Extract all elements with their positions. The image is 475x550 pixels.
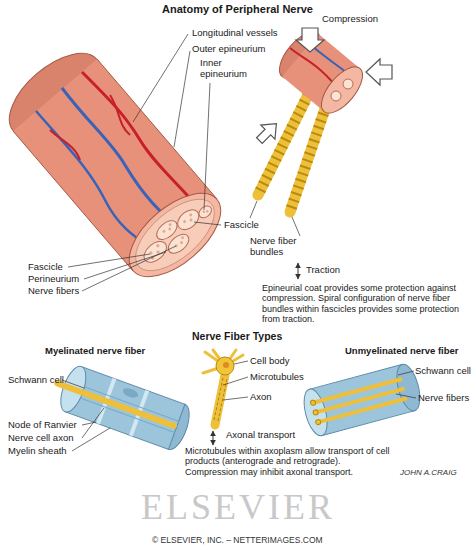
- part-label: Cell body: [250, 356, 290, 367]
- arrow-label: Compression: [322, 14, 378, 25]
- part-label: Node of Ranvier: [8, 420, 77, 431]
- part-label: Perineurium: [28, 274, 79, 285]
- part-label: Schwann cell: [8, 375, 64, 386]
- subheading: Unmyelinated nerve fiber: [345, 346, 459, 357]
- part-label: Nerve fibers: [28, 286, 79, 297]
- part-label: Outer epineurium: [192, 44, 265, 55]
- section-heading: Nerve Fiber Types: [192, 330, 282, 342]
- part-label: Longitudinal vessels: [192, 28, 278, 39]
- part-label: Schwann cell: [415, 366, 471, 377]
- title: Anatomy of Peripheral Nerve: [162, 3, 313, 16]
- caption: © ELSEVIER, INC. – NETTERIMAGES.COM: [152, 536, 323, 546]
- signature: JOHN A.CRAIG: [400, 468, 457, 477]
- arrow-label: Axonal transport: [226, 430, 295, 441]
- note-text: Epineurial coat provides some protection…: [262, 283, 470, 324]
- watermark: ELSEVIER: [141, 487, 335, 528]
- arrow-label: Traction: [306, 265, 340, 276]
- part-label: Nerve fiber bundles: [250, 236, 305, 258]
- note-text: Microtubules within axoplasm allow trans…: [185, 446, 395, 477]
- part-label: Axon: [250, 392, 272, 403]
- part-label: Inner epineurium: [200, 58, 255, 80]
- subheading: Myelinated nerve fiber: [45, 346, 145, 357]
- part-label: Fascicle: [224, 220, 259, 231]
- part-label: Nerve cell axon: [8, 433, 73, 444]
- part-label: Fascicle: [28, 262, 63, 273]
- part-label: Microtubules: [250, 372, 304, 383]
- part-label: Myelin sheath: [8, 446, 67, 457]
- part-label: Nerve fibers: [418, 393, 469, 404]
